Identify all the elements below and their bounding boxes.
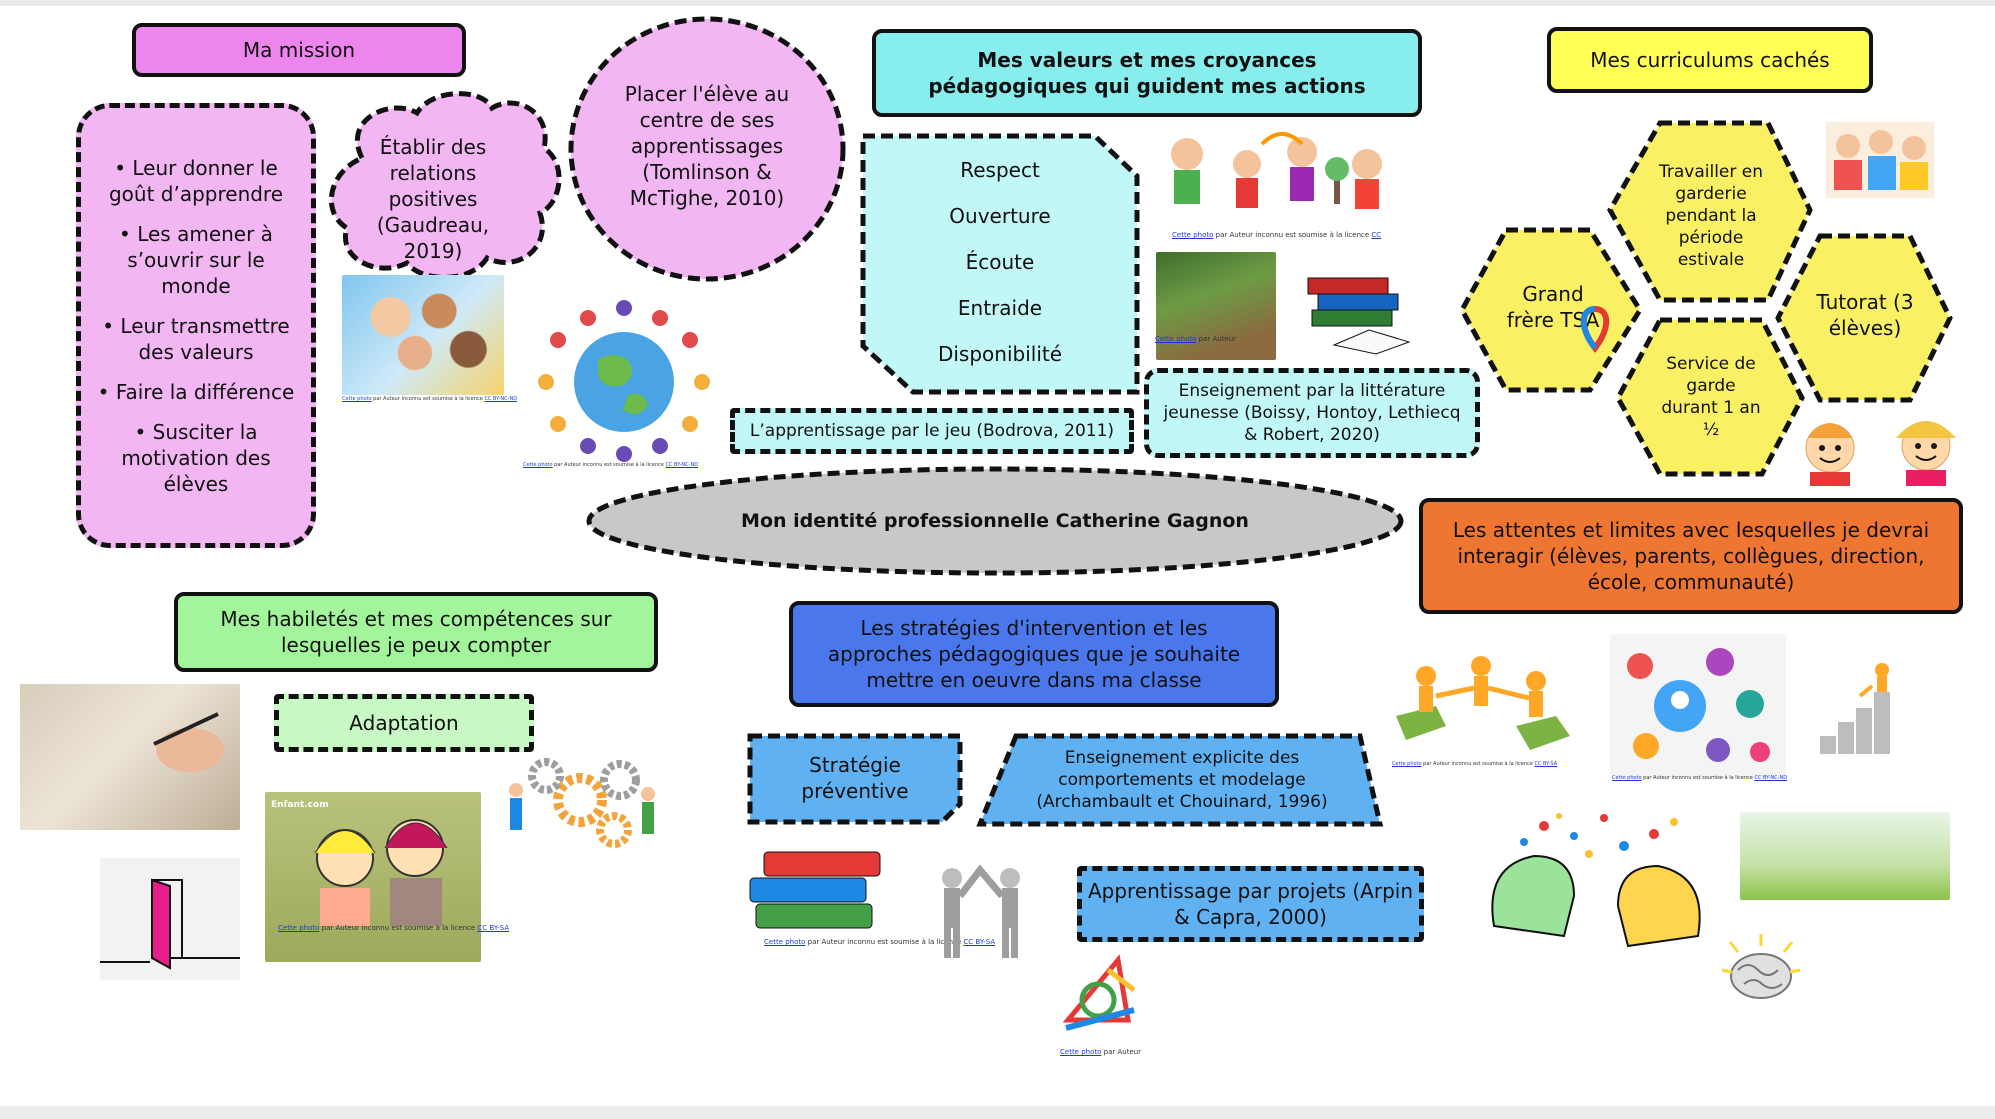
value-item-5: Disponibilité [937, 342, 1063, 366]
values-box-shape [860, 133, 1140, 395]
photo-credit: Cette photo par Auteur inconnu est soumi… [1172, 231, 1382, 239]
world-children-image [538, 300, 710, 462]
play-learning-box: L’apprentissage par le jeu (Bodrova, 201… [730, 408, 1134, 454]
hex-text-daycare: Service de garde durant 1 an ½ [1661, 353, 1761, 441]
photo-credit: Cette photo par Auteur inconnu est soumi… [342, 396, 518, 402]
brand-watermark: Enfant.com [271, 800, 329, 810]
skills-heading: Mes habiletés et mes compétences sur les… [174, 592, 658, 672]
circle-shape [568, 16, 846, 282]
photo-credit: Cette photo par Auteur inconnu est soumi… [1612, 775, 1788, 781]
books-stack-image [1307, 277, 1411, 355]
photo-credit: Cette photo par Auteur inconnu est soumi… [523, 462, 699, 468]
teamwork-puzzle-image [1396, 656, 1570, 750]
cloud-text: Établir des relations positives (Gaudrea… [376, 135, 490, 263]
people-network-image [1610, 634, 1786, 778]
circle-text: Placer l'élève au centre de ses apprenti… [624, 82, 790, 210]
value-item-2: Ouverture [949, 204, 1051, 228]
value-item-3: Écoute [965, 250, 1035, 274]
adaptation-box: Adaptation [274, 694, 534, 752]
window-top-strip [0, 0, 1995, 6]
high-five-figures-image [942, 864, 1020, 958]
two-kids-faces-image [1805, 421, 1956, 486]
photo-credit: Cette photo par Auteur inconnu est soumi… [278, 924, 510, 932]
photo-credit: Cette photo par Auteur inconnu est soumi… [764, 938, 996, 946]
literature-box: Enseignement par la littérature jeunesse… [1144, 368, 1480, 458]
kids-eating-image [1826, 122, 1934, 198]
creative-minds-image [1491, 813, 1701, 948]
stairs-climb-image [1820, 663, 1890, 754]
kids-playing-image [1171, 132, 1382, 209]
preventive-strategy-text: Stratégie préventive [801, 753, 909, 803]
gears-people-image [509, 758, 655, 848]
books-pile-image [749, 851, 881, 929]
mission-item-4: • Faire la différence [97, 379, 295, 404]
classroom-kids-image [1740, 812, 1950, 900]
mission-item-1: • Leur donner le goût d’apprendre [108, 155, 284, 206]
hex-text-summer-job: Travailler en garderie pendant la périod… [1658, 161, 1764, 271]
photo-credit: Cette photo par Auteur inconnu est soumi… [1392, 761, 1558, 767]
mission-heading: Ma mission [132, 23, 466, 77]
mission-item-2: • Les amener à s’ouvrir sur le monde [119, 221, 273, 298]
project-learning-box: Apprentissage par projets (Arpin & Capra… [1077, 866, 1424, 942]
explicit-teaching-text: Enseignement explicite des comportements… [1036, 747, 1328, 813]
mission-item-3: • Leur transmettre des valeurs [102, 313, 290, 364]
two-girls-drawing [314, 819, 448, 926]
hex-text-tutoring: Tutorat (3 élèves) [1816, 290, 1914, 340]
friends-illustration [265, 792, 481, 962]
geometry-tools-image [1062, 954, 1136, 1031]
photo-credit: Cette photo par Auteur [1155, 335, 1237, 343]
central-ellipse-shape [586, 466, 1404, 576]
photo-credit: Cette photo par Auteur [1060, 1048, 1142, 1056]
values-heading: Mes valeurs et mes croyances pédagogique… [872, 29, 1422, 117]
identity-title: Mon identité professionnelle Catherine G… [741, 509, 1249, 532]
hand-pen-icon [153, 712, 224, 772]
kids-forest-photo [1156, 252, 1276, 360]
preventive-box-shape [747, 733, 963, 825]
mission-list: • Leur donner le goût d’apprendre • Les … [76, 103, 316, 548]
explicit-box-shape [976, 733, 1384, 827]
pink-door-image [100, 878, 240, 970]
expectations-heading: Les attentes et limites avec lesquelles … [1419, 498, 1963, 614]
values-list: Respect Ouverture Écoute Entraide Dispon… [880, 150, 1120, 374]
value-item-1: Respect [960, 158, 1040, 182]
children-circle-photo [342, 275, 504, 395]
strategies-heading: Les stratégies d'intervention et les app… [789, 601, 1279, 707]
curriculum-heading: Mes curriculums cachés [1547, 27, 1873, 93]
mission-item-5: • Susciter la motivation des élèves [121, 419, 271, 496]
window-bottom-strip [0, 1106, 1995, 1119]
brain-idea-image [1721, 934, 1801, 999]
value-item-4: Entraide [957, 296, 1043, 320]
puzzle-ribbon-icon [1580, 305, 1610, 353]
cloud-shape [329, 91, 562, 280]
